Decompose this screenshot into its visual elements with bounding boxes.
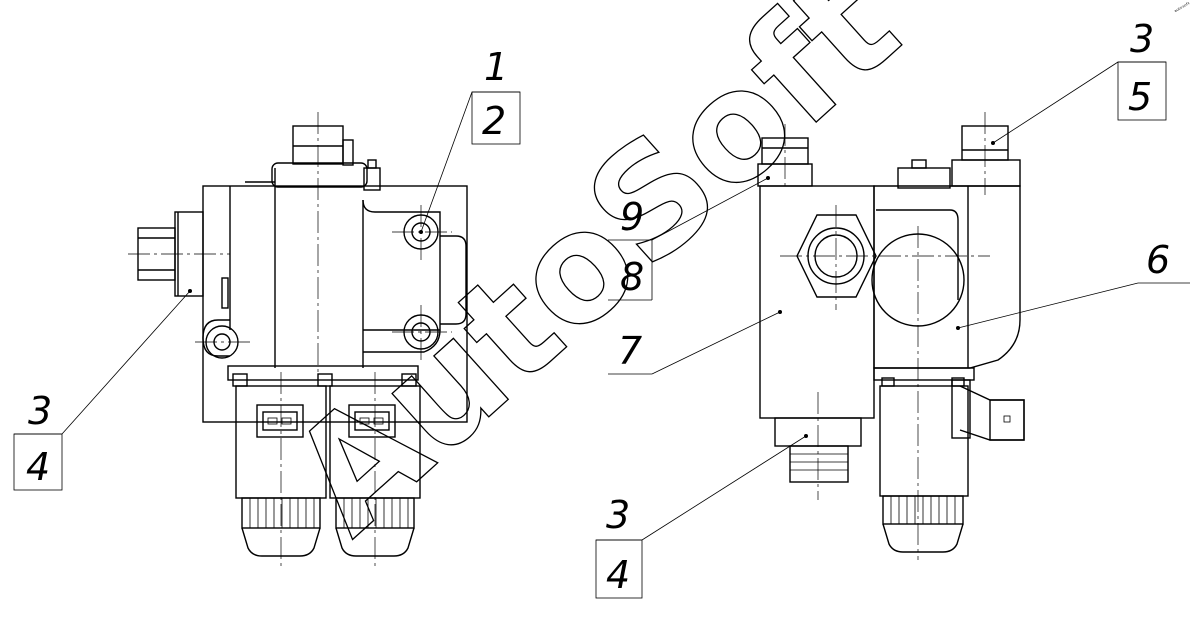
callout-4-bottom-right: 4 <box>606 553 630 597</box>
callout-4-left: 4 <box>26 445 50 489</box>
callout-3-left: 3 <box>28 389 52 433</box>
left-valve-view <box>128 112 468 570</box>
leader-lines <box>13 61 1190 599</box>
callout-2: 2 <box>482 99 506 143</box>
callout-5: 5 <box>1128 75 1152 119</box>
callout-6: 6 <box>1146 238 1170 282</box>
callout-1: 1 <box>484 45 508 89</box>
callout-3-top-right: 3 <box>1130 17 1154 61</box>
callout-7: 7 <box>618 329 642 373</box>
callout-3-bottom-right: 3 <box>606 493 630 537</box>
callout-9: 9 <box>620 195 644 239</box>
callout-8: 8 <box>620 255 644 299</box>
corner-mark: ᵃᵘᵗᵒˢᵒᶠᵗ <box>1174 1 1193 16</box>
right-valve-view <box>757 112 1025 560</box>
